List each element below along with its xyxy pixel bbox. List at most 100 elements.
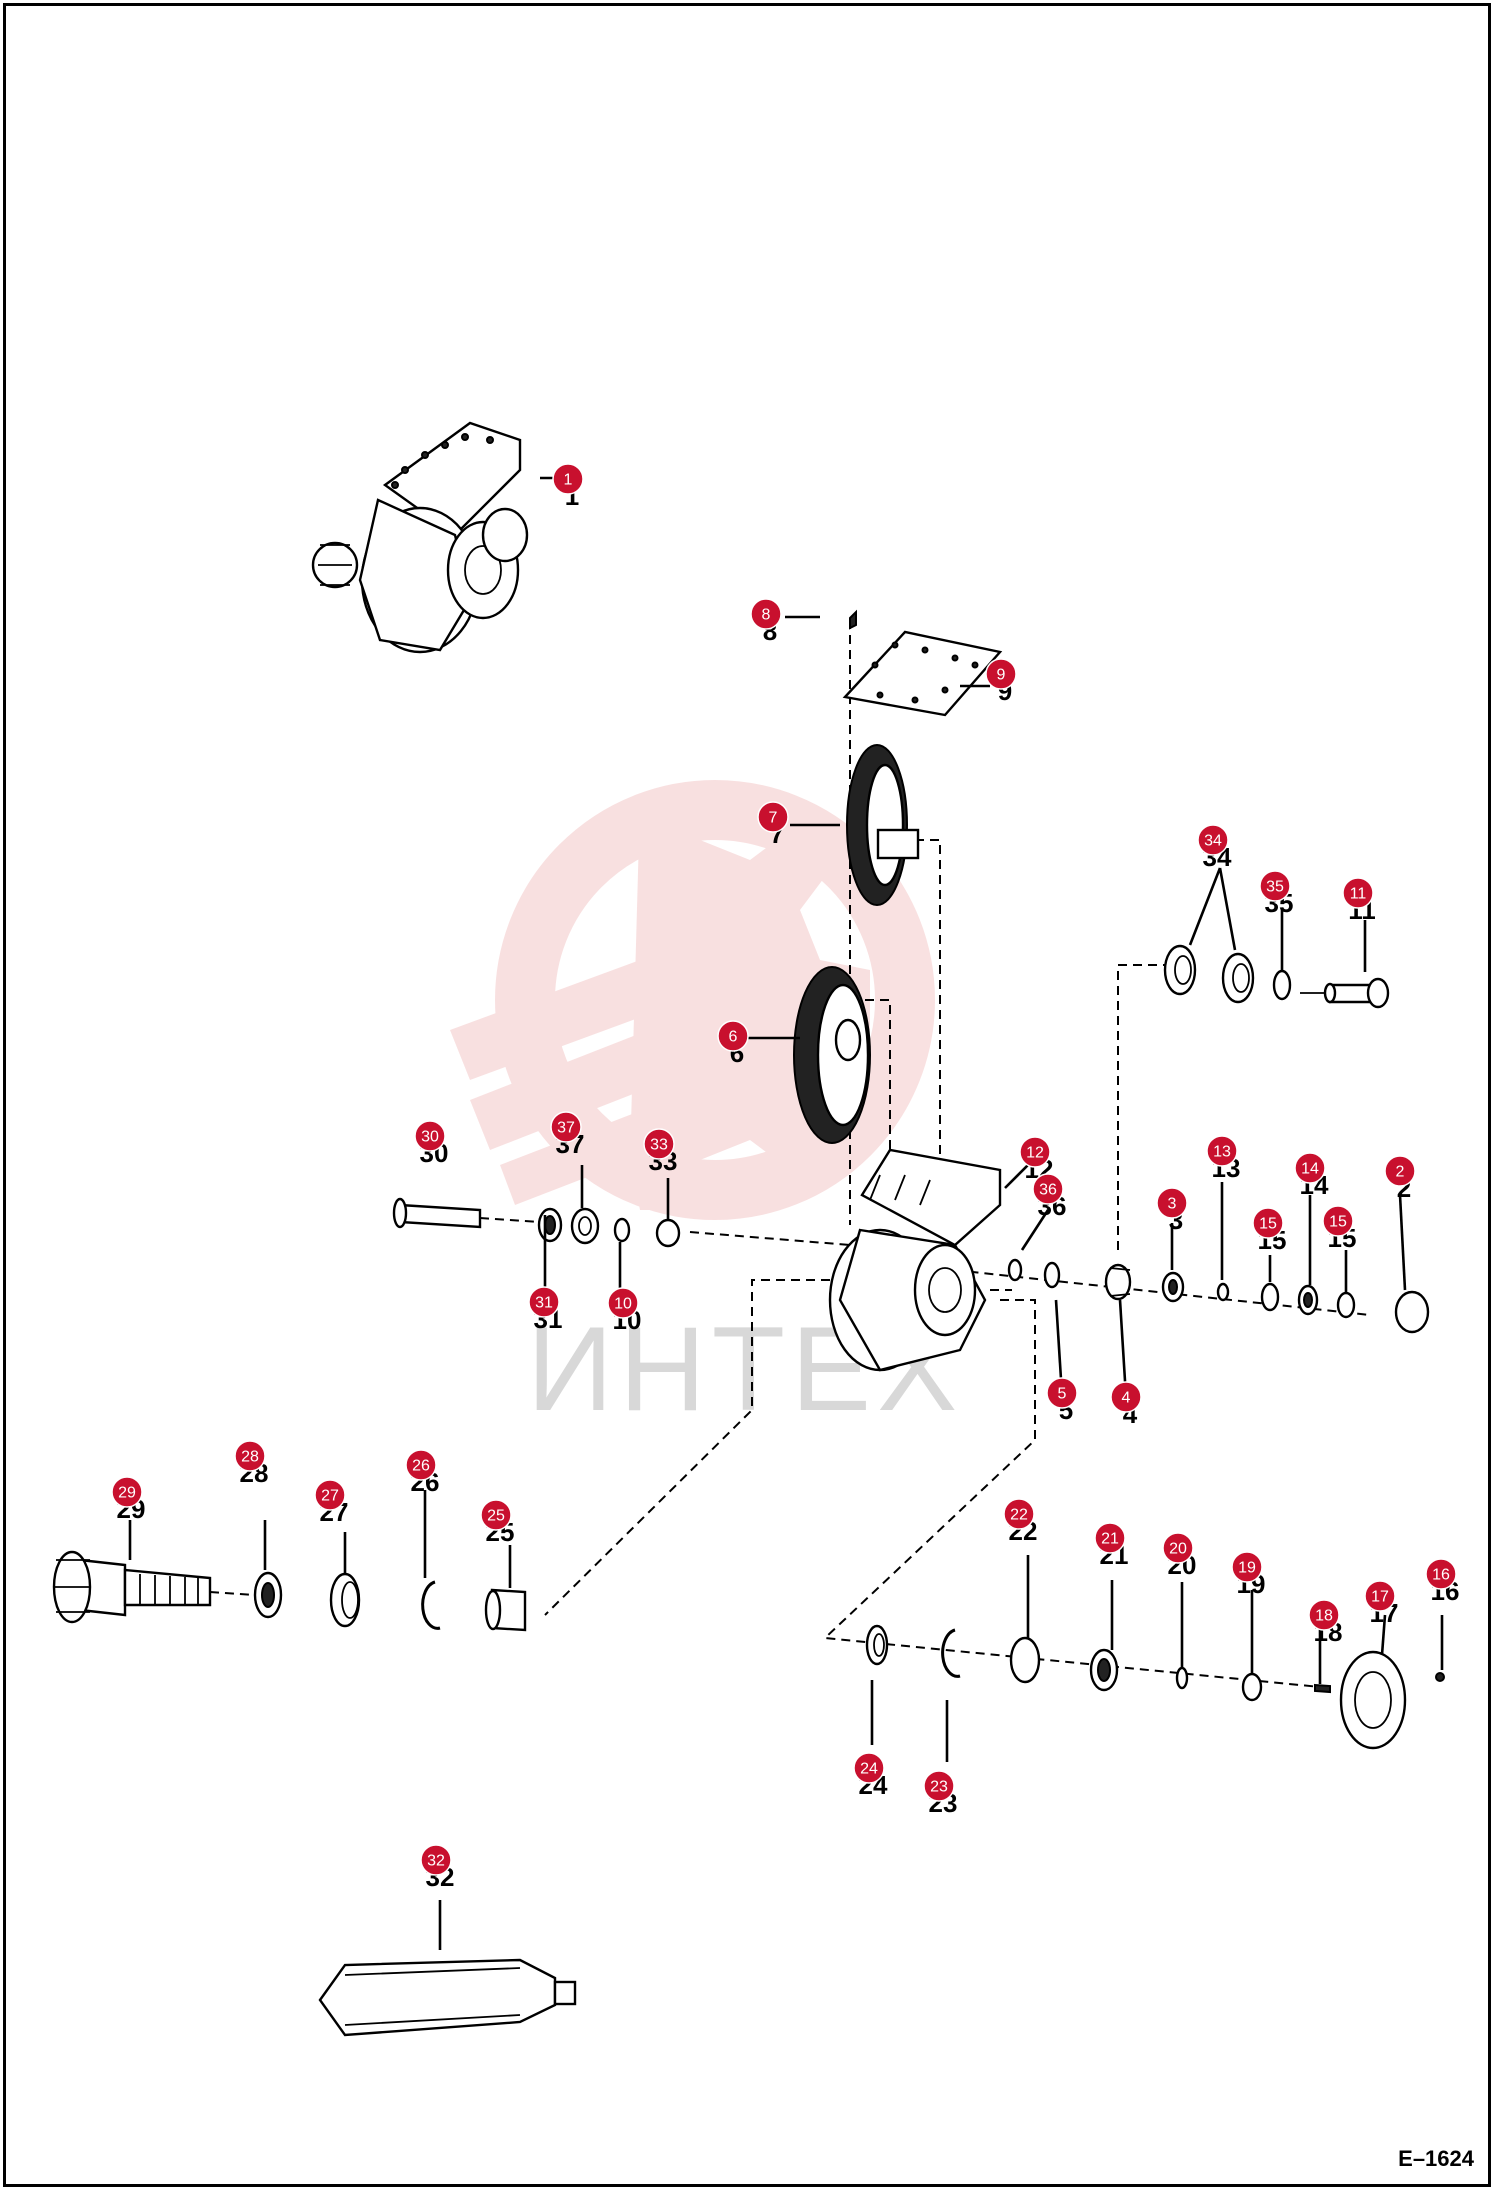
callout-11: 11 — [1342, 877, 1374, 909]
part-15a-ring — [1260, 1282, 1280, 1312]
callout-26: 26 — [405, 1449, 437, 1481]
part-3-bearing — [1161, 1271, 1185, 1303]
callout-leaders — [128, 476, 1444, 1950]
callout-label: 3 — [1168, 1196, 1177, 1213]
callout-badge-circle — [550, 1111, 582, 1143]
callout-9: 9 — [985, 658, 1017, 690]
callout-label: 6 — [729, 1029, 738, 1046]
callout-19: 19 — [1231, 1551, 1263, 1583]
callout-label: 26 — [412, 1458, 430, 1475]
part-21-bearing — [1089, 1648, 1119, 1692]
callout-35: 35 — [1259, 870, 1291, 902]
callout-10: 10 — [607, 1287, 639, 1319]
callout-badge-circle — [1384, 1155, 1416, 1187]
part-32-lubricant-tube — [318, 1958, 577, 2037]
callout-badge-circle — [853, 1752, 885, 1784]
callout-34: 34 — [1197, 824, 1229, 856]
callout-17: 17 — [1364, 1580, 1396, 1612]
callout-20: 20 — [1162, 1532, 1194, 1564]
callout-label: 5 — [1058, 1386, 1067, 1403]
callout-label: 15 — [1329, 1214, 1347, 1231]
callout-label: 31 — [535, 1295, 553, 1312]
part-26-snap-ring — [421, 1580, 441, 1630]
part-2-cap — [1394, 1290, 1430, 1334]
callout-12: 12 — [1019, 1136, 1051, 1168]
part-15b-ring — [1336, 1291, 1356, 1319]
callout-label: 34 — [1204, 833, 1222, 850]
callout-badge-circle — [1197, 824, 1229, 856]
drawing-number: E–1624 — [1398, 2146, 1474, 2171]
callout-badge-circle — [414, 1120, 446, 1152]
callout-24: 24 — [853, 1752, 885, 1784]
callout-15: 15 — [1322, 1205, 1354, 1237]
callout-badge-circle — [643, 1128, 675, 1160]
part-36-seal — [1007, 1258, 1023, 1282]
callout-36: 36 — [1032, 1173, 1064, 1205]
part-18-screw — [1314, 1683, 1331, 1694]
callout-badge-circle — [552, 463, 584, 495]
callout-label: 22 — [1010, 1507, 1028, 1524]
callout-label: 2 — [1396, 1164, 1405, 1181]
callout-badge-circle — [1110, 1381, 1142, 1413]
part-20-ring — [1175, 1666, 1189, 1690]
part-28-bearing — [253, 1571, 283, 1619]
callout-28: 28 — [234, 1440, 266, 1472]
part-19-washer — [1241, 1672, 1263, 1702]
callout-badge-circle — [1364, 1580, 1396, 1612]
callout-label: 12 — [1026, 1145, 1044, 1162]
part-1-final-drive-assembly — [311, 421, 529, 654]
callout-label: 24 — [860, 1761, 878, 1778]
callout-16: 16 — [1425, 1558, 1457, 1590]
part-27-bearing-cup — [329, 1572, 361, 1628]
callout-label: 4 — [1122, 1390, 1131, 1407]
part-17-gasket-cover — [1339, 1650, 1407, 1750]
part-4-bearing-cup — [1104, 1263, 1132, 1301]
callout-22: 22 — [1003, 1498, 1035, 1530]
part-16-bolt — [1435, 1672, 1445, 1682]
callout-badge-circle — [314, 1479, 346, 1511]
part-5-ring — [1043, 1261, 1061, 1289]
callout-label: 9 — [997, 667, 1006, 684]
callout-label: 20 — [1169, 1541, 1187, 1558]
callout-label: 18 — [1315, 1608, 1333, 1625]
part-8-bolt — [849, 609, 857, 630]
part-14-bearing — [1297, 1284, 1319, 1316]
part-10-ring — [613, 1217, 631, 1243]
part-13-ring — [1216, 1282, 1230, 1302]
part-35-ring — [1272, 969, 1292, 1001]
callout-label: 35 — [1266, 879, 1284, 896]
callout-25: 25 — [480, 1499, 512, 1531]
part-7-gear — [846, 744, 920, 906]
callout-label: 14 — [1301, 1161, 1319, 1178]
part-31-bearing — [537, 1207, 563, 1243]
callout-label: 16 — [1432, 1567, 1450, 1584]
watermark-logo — [450, 780, 935, 1220]
callout-31: 31 — [528, 1286, 560, 1318]
callout-badge-circle — [405, 1449, 437, 1481]
callout-badge-circle — [1342, 877, 1374, 909]
callout-label: 36 — [1039, 1182, 1057, 1199]
callout-badge-circle — [750, 598, 782, 630]
part-12-housing — [828, 1148, 1002, 1372]
callout-14: 14 — [1294, 1152, 1326, 1184]
callout-3: 3 — [1156, 1187, 1188, 1219]
callout-37: 37 — [550, 1111, 582, 1143]
callout-label: 37 — [557, 1120, 575, 1137]
callout-23: 23 — [923, 1770, 955, 1802]
callout-13: 13 — [1206, 1135, 1238, 1167]
callout-label: 27 — [321, 1488, 339, 1505]
callout-label: 33 — [650, 1137, 668, 1154]
callout-badge-circle — [1156, 1187, 1188, 1219]
callout-label: 21 — [1101, 1531, 1119, 1548]
callout-label: 30 — [421, 1129, 439, 1146]
callout-2: 2 — [1384, 1155, 1416, 1187]
callout-label: 28 — [241, 1449, 259, 1466]
callout-18: 18 — [1308, 1599, 1340, 1631]
callout-badge-circle — [1231, 1551, 1263, 1583]
callout-1: 1 — [552, 463, 584, 495]
part-23-snap-ring — [941, 1628, 961, 1678]
callout-label: 32 — [427, 1853, 445, 1870]
callout-badge-circle — [1294, 1152, 1326, 1184]
